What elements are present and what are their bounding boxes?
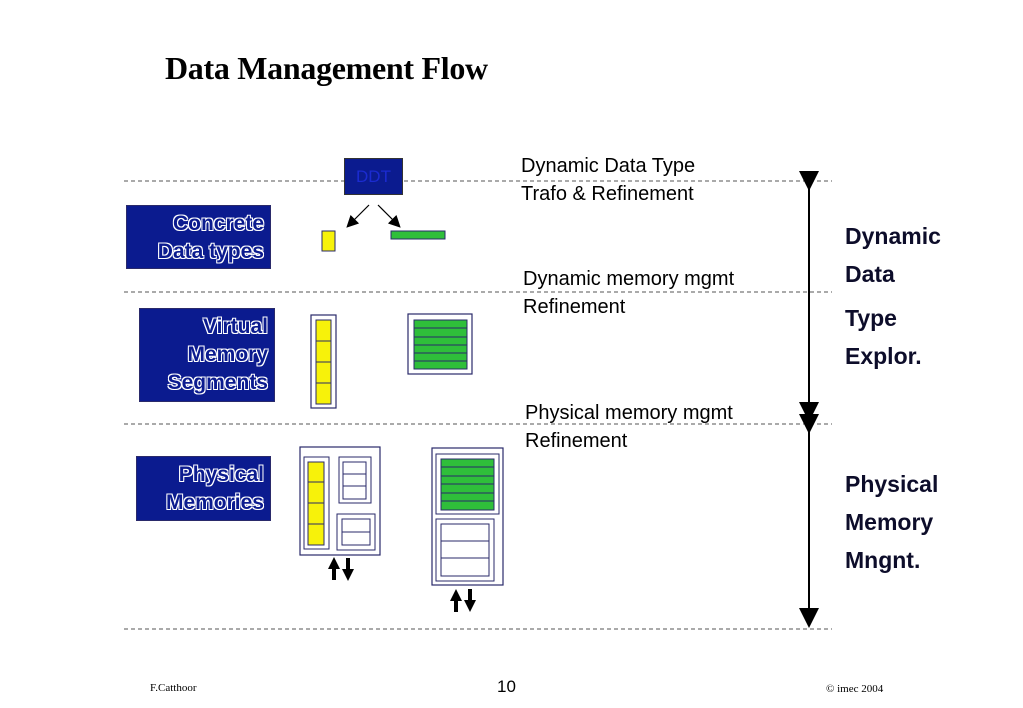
ddt-arrow-left (346, 204, 370, 228)
layer-physical-memories: Physical Memories (136, 456, 271, 521)
side-label-pmm: Physical Memory Mngnt. (845, 465, 938, 579)
physical-memory-2 (431, 447, 504, 586)
layer-line: Memories (165, 491, 264, 514)
layer-concrete-data-types: Concrete Data types (126, 205, 271, 269)
footer-author: F.Catthoor (150, 682, 197, 694)
step-line: Dynamic Data Type (521, 155, 696, 177)
footer-copyright: © imec 2004 (826, 683, 884, 695)
layer-line: Data types (157, 240, 264, 263)
layer-line: Segments (167, 371, 268, 394)
virtual-segment-green (407, 313, 473, 375)
concrete-type-green (390, 230, 446, 240)
transfer-arrows-1 (328, 557, 354, 581)
step-line: Physical memory mgmt (525, 402, 733, 424)
layer-line: Concrete (172, 212, 264, 235)
page-number: 10 (497, 677, 516, 696)
layer-line: Memory (187, 343, 268, 366)
page-title: Data Management Flow (165, 50, 488, 86)
side-label-line: Memory (845, 509, 934, 535)
step-line: Trafo & Refinement (521, 183, 694, 205)
layer-virtual-memory-segments: Virtual Memory Segments (139, 308, 275, 402)
virtual-segment-yellow (310, 314, 337, 409)
step-ddt-refinement: Dynamic Data Type Trafo & Refinement (521, 152, 695, 208)
physical-memory-1 (299, 446, 381, 556)
ddt-box: DDT (344, 158, 403, 195)
step-line: Dynamic memory mgmt (523, 268, 735, 290)
step-pmm-refinement: Physical memory mgmt Refinement (525, 399, 733, 455)
step-line: Refinement (525, 430, 628, 452)
side-label-line: Mngnt. (845, 547, 921, 573)
side-label-line: Explor. (845, 343, 922, 369)
side-label-line: Physical (845, 471, 939, 497)
transfer-arrows-2 (450, 589, 476, 612)
ddt-arrow-right (377, 204, 401, 228)
side-label-line: Data (845, 261, 895, 287)
layer-line: Virtual (203, 315, 268, 338)
layer-line: Physical (178, 463, 264, 486)
step-dmm-refinement: Dynamic memory mgmt Refinement (523, 265, 734, 321)
concrete-type-yellow (321, 230, 336, 252)
side-label-dde: Dynamic Data Type Explor. (845, 217, 941, 375)
side-label-line: Type (845, 305, 897, 331)
side-label-line: Dynamic (845, 223, 941, 249)
step-line: Refinement (523, 296, 626, 318)
